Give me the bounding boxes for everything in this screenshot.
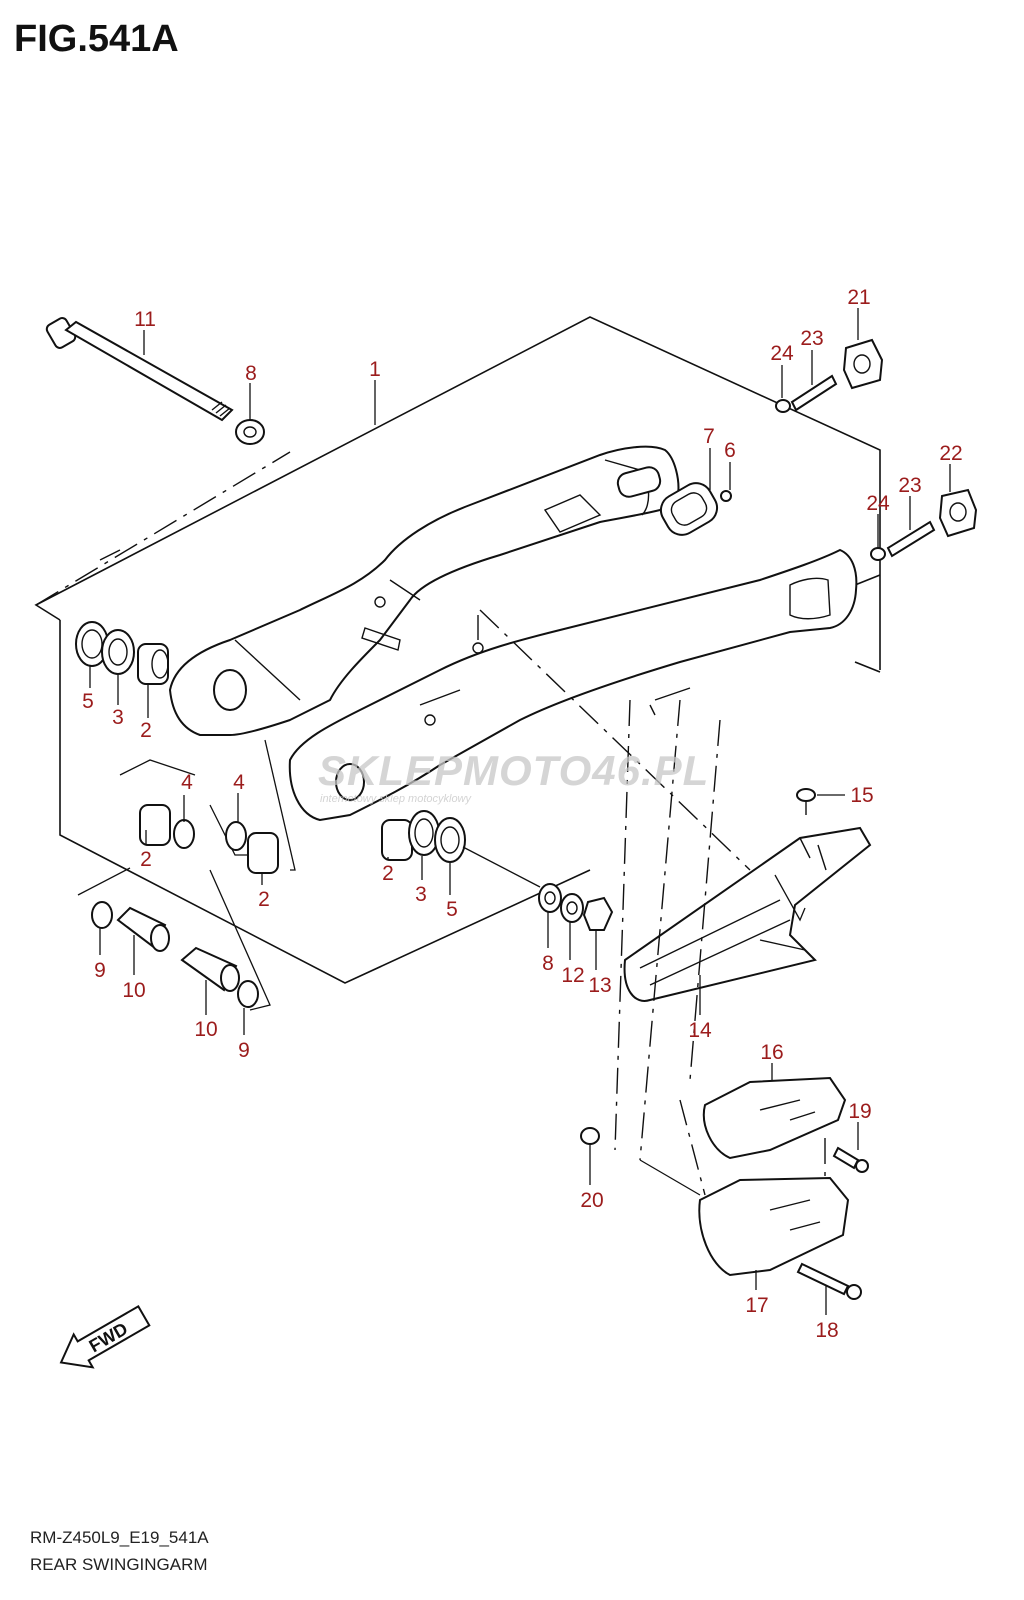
callout-numbers: 11 8 1 7 6 21 23 24 22 23 24 5 3 2 4 2 4… [82,286,963,1342]
callout-18: 18 [815,1319,838,1342]
figure-name: REAR SWINGINGARM [30,1555,208,1574]
callout-23-right: 23 [898,474,921,497]
callout-5-left: 5 [82,690,94,713]
callout-7: 7 [703,425,715,448]
forward-arrow-icon: FWD [59,1304,151,1369]
callout-4-left: 4 [181,771,193,794]
callout-8-right: 8 [542,952,554,975]
watermark-subtext: internetowy sklep motocyklowy [320,793,472,805]
callout-5-right: 5 [446,898,458,921]
pivot-nut-set [462,846,614,931]
callout-6: 6 [724,439,736,462]
swingarm-pivot-shaft [45,317,234,422]
callout-13: 13 [588,974,611,997]
callout-2-lower-left: 2 [140,848,152,871]
spacers-and-seals [77,867,271,1011]
callout-2-right: 2 [382,862,394,885]
callout-24-top: 24 [770,342,794,365]
callout-15: 15 [850,784,873,807]
callout-11: 11 [134,308,156,331]
chain-adjuster-left [775,338,884,413]
chain-slider [623,826,872,1002]
left-bearing-stack [75,621,169,685]
lower-left-bearings [119,739,296,874]
chain-adjuster-right [870,488,978,561]
callout-19: 19 [848,1100,871,1123]
callout-9-right: 9 [238,1039,250,1062]
callout-9-left: 9 [94,959,106,982]
callout-4-center: 4 [233,771,245,794]
callout-17: 17 [745,1294,768,1317]
callout-20: 20 [580,1189,603,1212]
callout-3-right: 3 [415,883,427,906]
callout-3-left: 3 [112,706,124,729]
callout-2-left: 2 [140,719,152,742]
figure-title: FIG.541A [14,18,179,60]
right-bearing-stack [381,810,466,863]
callout-23-top: 23 [800,327,823,350]
washer-8-top [235,419,265,445]
callout-8-top: 8 [245,362,257,385]
callout-21: 21 [847,286,870,309]
callout-22: 22 [939,442,962,465]
assembly-outline [34,316,881,984]
chain-guide-upper [702,1076,847,1160]
callout-1: 1 [369,358,381,381]
guide-bolts [580,1127,869,1300]
callout-10-left: 10 [122,979,145,1002]
slider-screw-15 [796,788,845,815]
swingarm [168,445,858,822]
callout-16: 16 [760,1041,783,1064]
callout-10-right: 10 [194,1018,217,1041]
chain-slider-plate [659,482,732,536]
model-code: RM-Z450L9_E19_541A [30,1528,209,1547]
callout-2-center: 2 [258,888,270,911]
callout-12: 12 [561,964,584,987]
leader-lines [89,308,951,1315]
callout-24-right: 24 [866,492,890,515]
callout-14: 14 [688,1019,712,1042]
chain-guide-lower [698,1176,850,1277]
watermark-logo: SKLEPMOTO46.PL [318,747,710,794]
